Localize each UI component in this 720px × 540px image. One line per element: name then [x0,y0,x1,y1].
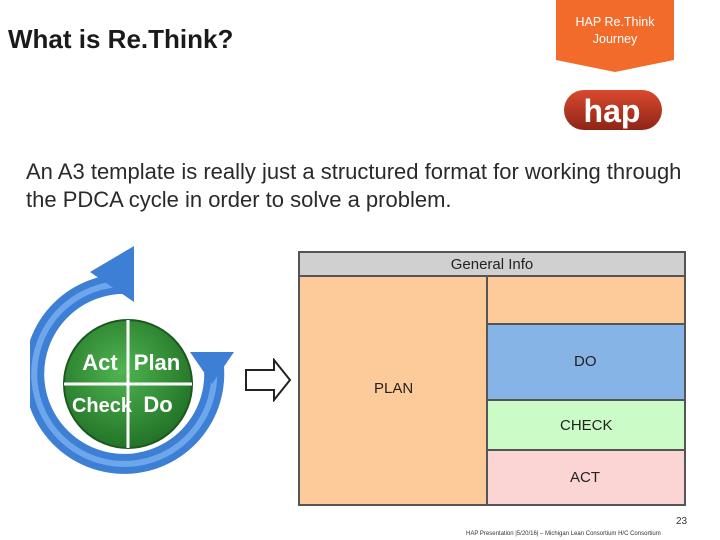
check-box: CHECK [486,399,686,451]
cycle-check-label: Check [72,395,133,417]
slide-title: What is Re.Think? [8,24,233,55]
logo-text: hap [584,93,641,129]
arrow-right-icon [244,358,294,402]
journey-banner: HAP Re.Think Journey [556,0,674,72]
general-info-detail-box [486,275,686,325]
banner-line-2: Journey [556,31,674,48]
act-label: ACT [570,469,600,486]
plan-label: PLAN [374,380,413,397]
hap-logo: hap [562,86,666,134]
cycle-plan-label: Plan [134,350,180,375]
act-box: ACT [486,449,686,506]
body-paragraph: An A3 template is really just a structur… [26,158,686,214]
cycle-do-label: Do [143,392,172,417]
page-number: 23 [676,516,687,527]
check-label: CHECK [560,417,613,434]
footer-text: HAP Presentation |5/20/16| – Michigan Le… [466,531,661,537]
general-info-box: General Info [298,251,686,277]
cycle-act-label: Act [82,350,118,375]
a3-template: General Info DO CHECK ACT PLAN [298,251,686,506]
banner-line-1: HAP Re.Think [556,14,674,31]
pdca-cycle-icon: Act Plan Check Do [30,244,250,514]
do-box: DO [486,323,686,401]
do-label: DO [574,353,597,370]
